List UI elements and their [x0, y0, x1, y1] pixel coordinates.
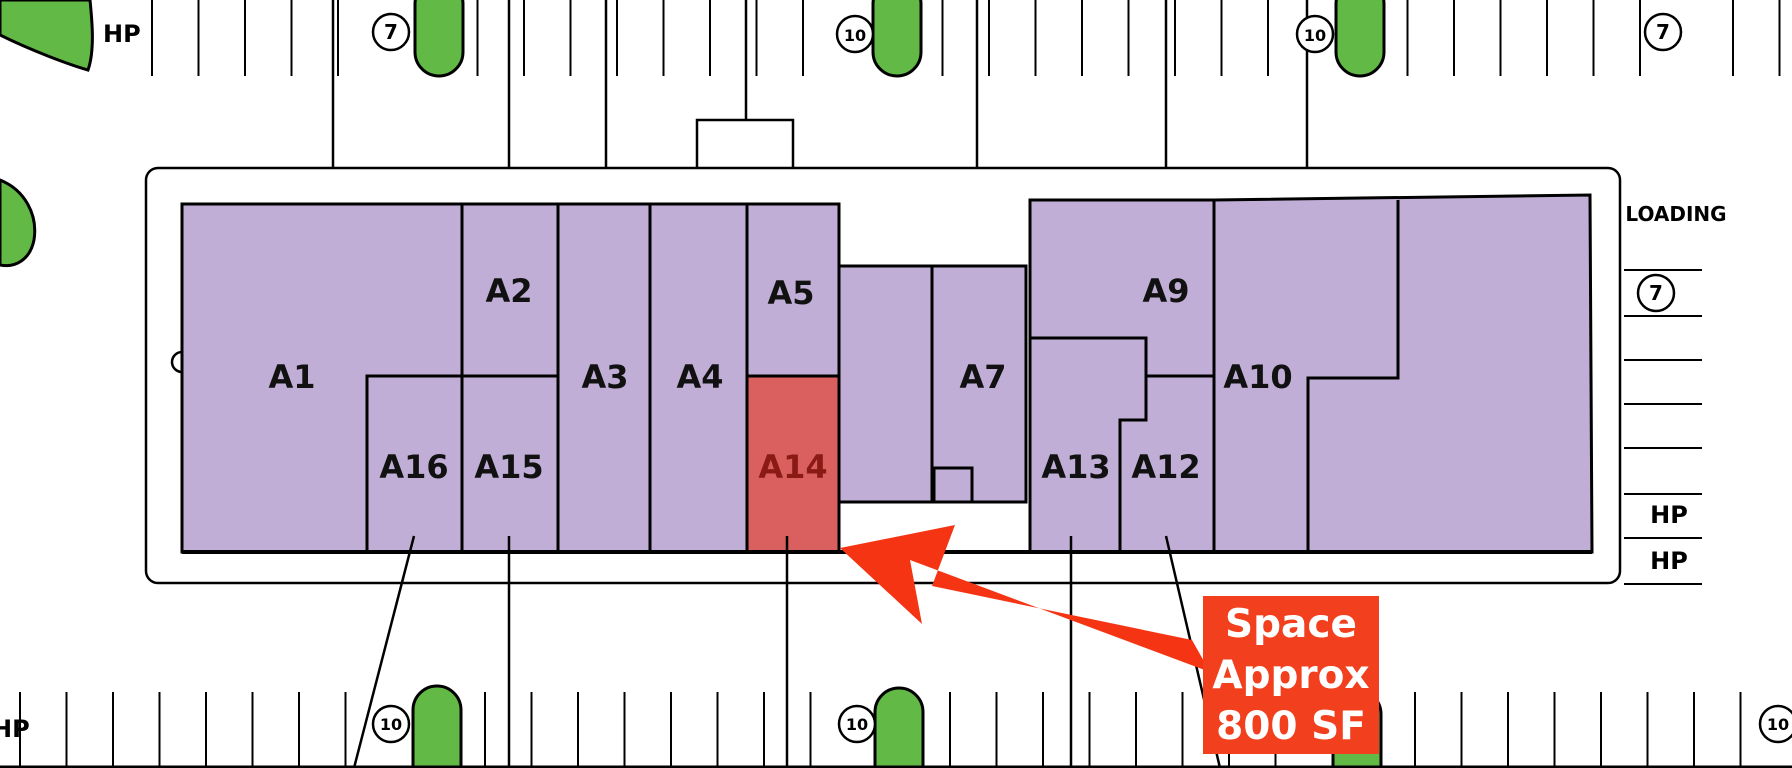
- parking-island-bottom-1: [411, 684, 463, 768]
- label-a4: A4: [676, 358, 723, 396]
- label-a5: A5: [767, 274, 814, 312]
- svg-text:10: 10: [1304, 26, 1326, 45]
- hp-label-right-1: HP: [1650, 501, 1688, 529]
- hp-label-top-left: HP: [103, 20, 141, 48]
- unit-a5: [745, 202, 841, 378]
- count-badge-top-1: 7: [371, 12, 411, 52]
- svg-text:10: 10: [844, 26, 866, 45]
- parking-island-top-1: [413, 0, 465, 78]
- landscape-blob-top-left: [0, 0, 94, 72]
- hp-label-right-2: HP: [1650, 547, 1688, 575]
- count-badge-bottom-1: 10: [371, 704, 411, 744]
- hp-label-bottom-left: HP: [0, 715, 30, 743]
- label-a13: A13: [1041, 448, 1110, 486]
- unit-a14: [745, 374, 841, 554]
- label-a10: A10: [1223, 358, 1292, 396]
- unit-a6: [837, 264, 934, 504]
- unit-a4: [648, 202, 749, 554]
- unit-labels: A1 A2 A3 A4 A5 A7 A9 A10 A12 A13 A14 A15…: [268, 272, 1292, 486]
- svg-text:7: 7: [384, 20, 398, 44]
- landscape-islands: [0, 0, 1386, 768]
- landscape-blob-left: [0, 178, 37, 268]
- unit-a2: [460, 202, 560, 378]
- count-badge-bottom-2: 10: [837, 704, 877, 744]
- svg-text:7: 7: [1656, 20, 1670, 44]
- building-notch: [170, 350, 183, 374]
- count-badge-top-2: 10: [835, 14, 875, 54]
- parking-stalls-top: [151, 0, 1781, 76]
- parking-count-badges: 7 10 10 7 7 10 10 10: [371, 12, 1792, 744]
- svg-text:7: 7: [1649, 281, 1663, 305]
- label-a1: A1: [268, 358, 315, 396]
- space-callout: Space Approx 800 SF: [1203, 596, 1379, 754]
- parking-island-top-3: [1334, 0, 1386, 78]
- units: [180, 193, 1594, 554]
- unit-a7: [930, 264, 1028, 504]
- svg-text:10: 10: [846, 715, 868, 734]
- label-a7: A7: [959, 358, 1006, 396]
- count-badge-bottom-3: 10: [1758, 704, 1792, 744]
- label-a16: A16: [379, 448, 448, 486]
- label-a2: A2: [485, 272, 532, 310]
- parking-island-bottom-2: [873, 686, 925, 768]
- label-a12: A12: [1131, 448, 1200, 486]
- label-a9: A9: [1142, 272, 1189, 310]
- unit-a16: [365, 374, 464, 554]
- unit-a7-closet: [932, 466, 974, 504]
- callout-line-1: Space: [1225, 601, 1357, 647]
- parking-island-top-2: [871, 0, 923, 78]
- label-a3: A3: [581, 358, 628, 396]
- callout-line-3: 800 SF: [1216, 703, 1366, 749]
- count-badge-top-3: 10: [1295, 14, 1335, 54]
- svg-text:10: 10: [380, 715, 402, 734]
- loading-label: LOADING: [1625, 202, 1726, 226]
- label-a14: A14: [758, 448, 827, 486]
- count-badge-top-4: 7: [1643, 12, 1683, 52]
- callout-line-2: Approx: [1212, 652, 1370, 698]
- unit-a10-inner-wall: [1306, 200, 1400, 552]
- callout-arrow: [840, 525, 1210, 672]
- parking-stalls-right: [1624, 269, 1702, 585]
- label-a15: A15: [474, 448, 543, 486]
- count-badge-right: 7: [1636, 273, 1676, 313]
- svg-text:10: 10: [1767, 715, 1789, 734]
